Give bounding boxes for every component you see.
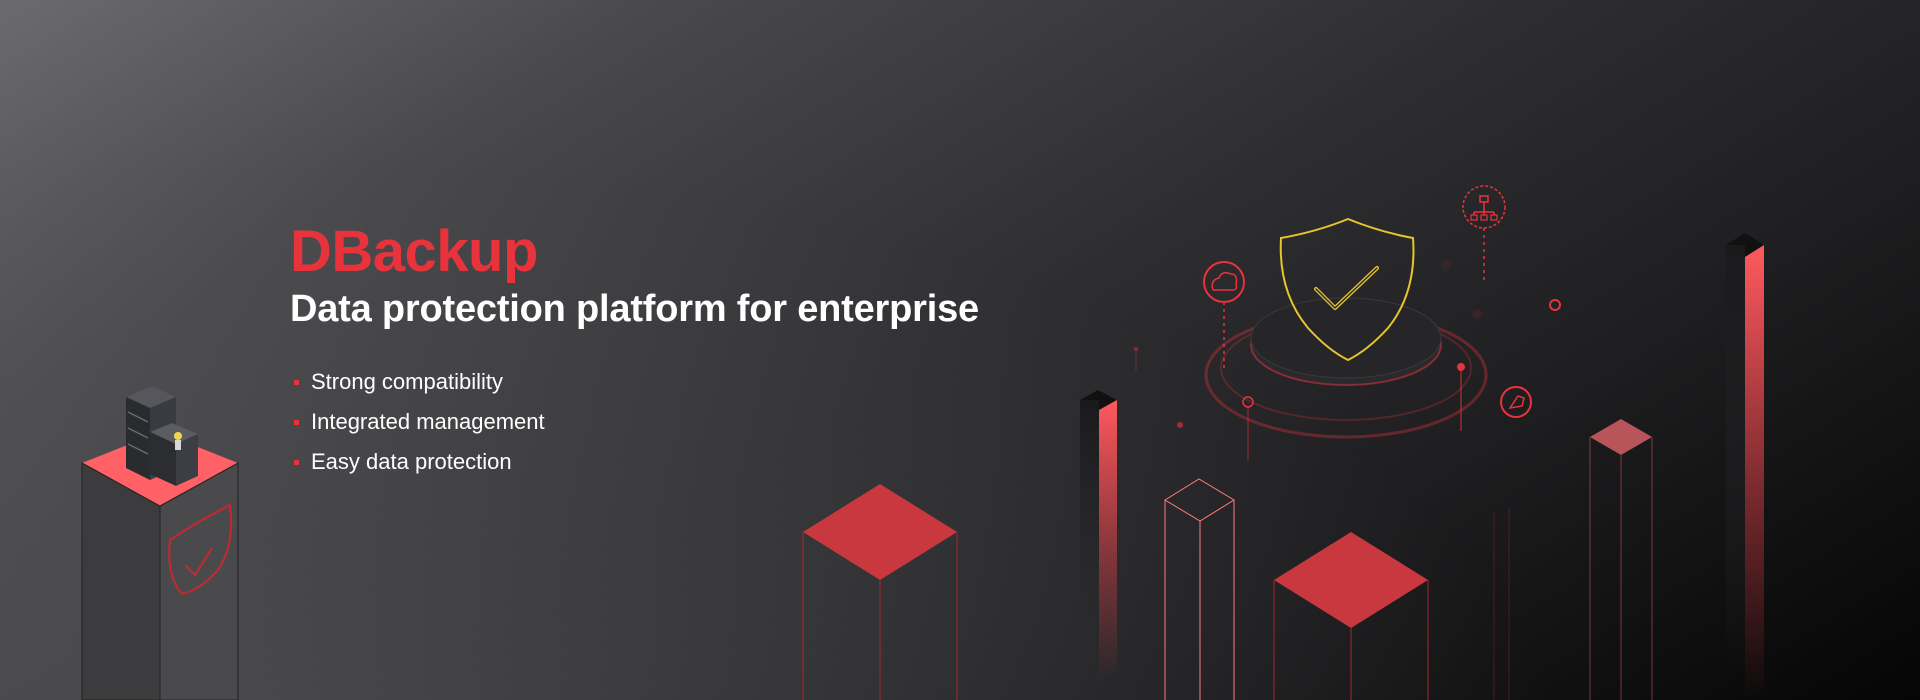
product-title: DBackup	[290, 219, 538, 284]
faint-pillar	[1493, 508, 1510, 700]
tall-pillar-right	[1726, 233, 1764, 700]
feature-label: Easy data protection	[311, 449, 512, 474]
dark-red-pillar	[1080, 390, 1117, 680]
feature-label: Integrated management	[311, 409, 545, 434]
list-item: Strong compatibility	[290, 362, 1050, 402]
red-cube-left	[802, 484, 958, 700]
left-server-tower	[81, 386, 239, 700]
red-cube-center	[1273, 532, 1429, 700]
outline-pillar	[1164, 478, 1235, 700]
small-cube-right	[1589, 419, 1653, 700]
shield-check-icon	[168, 503, 233, 596]
shield-check-icon	[1279, 217, 1415, 362]
decorative-dots	[1134, 260, 1561, 460]
shield-platform	[1204, 217, 1488, 439]
bullet-icon	[294, 379, 299, 385]
feature-list: Strong compatibility Integrated manageme…	[290, 362, 1050, 482]
network-icon	[1462, 185, 1506, 282]
list-item: Integrated management	[290, 402, 1050, 442]
product-subtitle: Data protection platform for enterprise	[290, 288, 979, 330]
bullet-icon	[294, 419, 299, 425]
server-rack-icon	[126, 386, 198, 486]
bullet-icon	[294, 459, 299, 465]
tag-icon	[1500, 386, 1532, 482]
cloud-icon	[1203, 261, 1245, 372]
hero-text: DBackup Data protection platform for ent…	[290, 220, 1050, 482]
feature-label: Strong compatibility	[311, 369, 503, 394]
list-item: Easy data protection	[290, 442, 1050, 482]
